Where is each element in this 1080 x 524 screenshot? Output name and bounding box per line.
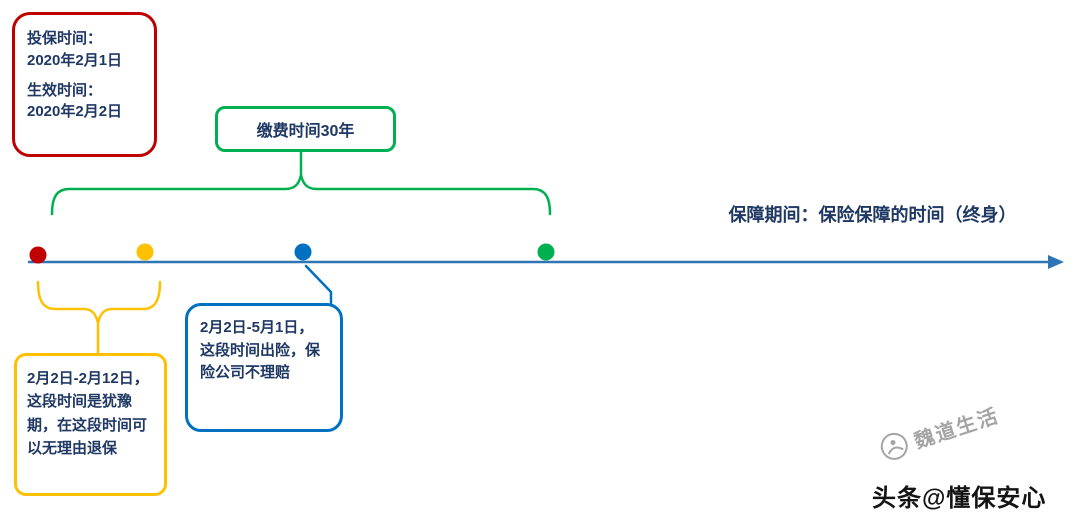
effective-time-value: 2020年2月2日 [27, 103, 123, 121]
effective-time-label: 生效时间： [27, 81, 103, 99]
rotated-watermark: 魏道生活 [875, 398, 1002, 465]
hesitation-period-brace [36, 280, 162, 355]
payment-period-label: 缴费时间30年 [256, 123, 355, 140]
policy-dates-callout: 投保时间： 2020年2月1日 生效时间： 2020年2月2日 [12, 12, 157, 157]
policy-time-value: 2020年2月1日 [27, 51, 123, 69]
dot-waiting-period-end [294, 243, 312, 261]
hesitation-period-callout: 2月2日-2月12日，这段时间是犹豫期，在这段时间可以无理由退保 [14, 353, 167, 496]
watermark-logo-icon [880, 432, 908, 460]
dot-hesitation-end [136, 243, 154, 261]
payment-period-brace [50, 149, 552, 216]
attribution-watermark: 头条@懂保安心 [872, 485, 1047, 512]
waiting-period-callout: 2月2日-5月1日，这段时间出险，保险公司不理赔 [185, 303, 343, 432]
payment-period-callout: 缴费时间30年 [215, 106, 396, 152]
coverage-period-label: 保障期间：保险保障的时间（终身） [728, 205, 1017, 225]
waiting-period-connector [304, 264, 333, 305]
dot-policy-start [29, 246, 47, 264]
dot-payment-end [537, 243, 555, 261]
policy-time-label: 投保时间： [27, 30, 103, 47]
hesitation-period-text: 2月2日-2月12日，这段时间是犹豫期，在这段时间可以无理由退保 [27, 370, 149, 457]
waiting-period-text: 2月2日-5月1日，这段时间出险，保险公司不理赔 [200, 319, 321, 381]
timeline-arrowhead-icon [1048, 255, 1064, 269]
